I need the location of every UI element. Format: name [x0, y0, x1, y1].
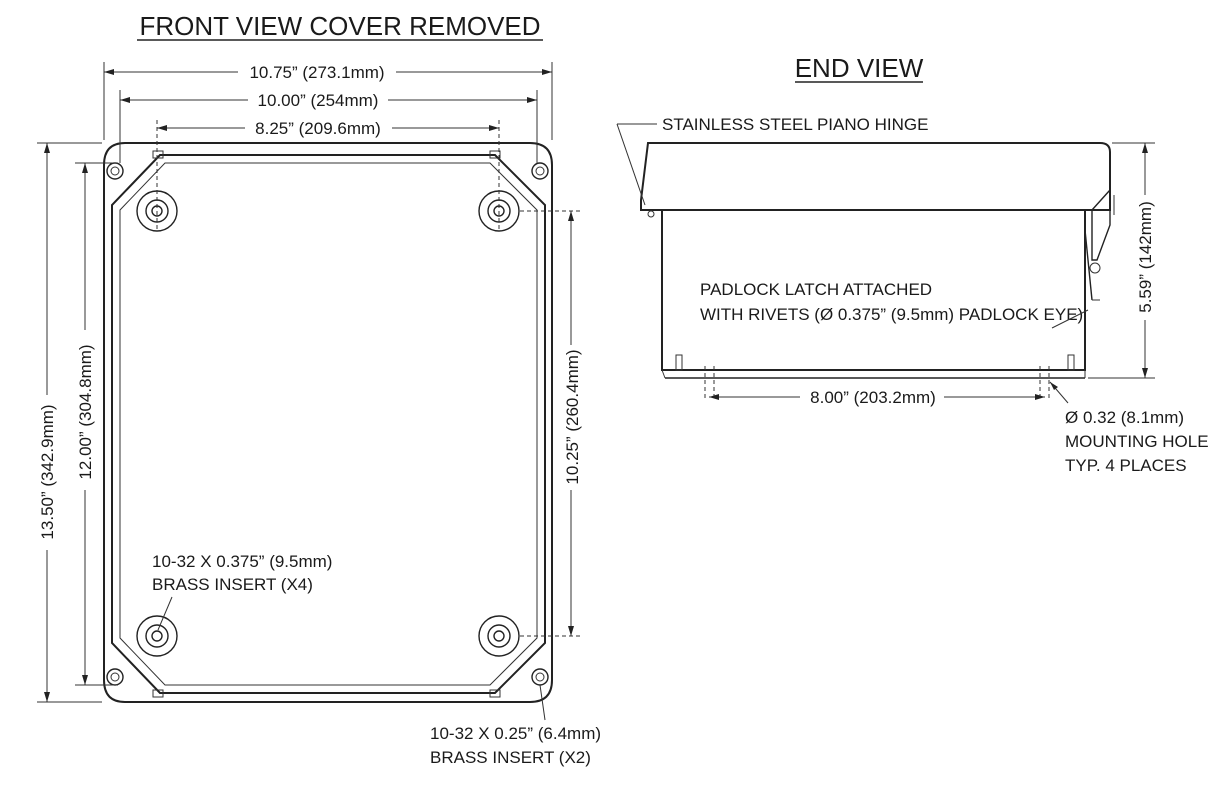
- callout-large-insert: 10-32 X 0.375” (9.5mm) BRASS INSERT (X4): [152, 552, 332, 631]
- top-notch-left: [152, 150, 164, 159]
- corner-hole-top-right: [531, 162, 549, 180]
- end-view: END VIEW STA: [616, 53, 1209, 475]
- dim-end-height: 5.59” (142mm): [1088, 142, 1155, 379]
- body-base-edge-left: [661, 369, 666, 379]
- callout-hole-line1: Ø 0.32 (8.1mm): [1065, 408, 1184, 427]
- callout-hole-line3: TYP. 4 PLACES: [1065, 456, 1187, 475]
- dim-end-height-label: 5.59” (142mm): [1136, 201, 1155, 312]
- end-view-lid: [640, 142, 1111, 211]
- callout-small-insert-line1: 10-32 X 0.25” (6.4mm): [430, 724, 601, 743]
- dim-insert-spacing-x: 8.25” (209.6mm): [156, 119, 500, 230]
- dim-insert-spacing-x-label: 8.25” (209.6mm): [255, 119, 381, 138]
- dim-flange-width: 10.00” (254mm): [119, 90, 538, 163]
- front-view: FRONT VIEW COVER REMOVED: [37, 11, 601, 767]
- callout-small-insert-line2: BRASS INSERT (X2): [430, 748, 591, 767]
- end-view-title: END VIEW: [795, 53, 924, 83]
- callout-hinge-label: STAINLESS STEEL PIANO HINGE: [662, 115, 928, 134]
- corner-hole-bottom-right: [531, 668, 549, 686]
- dim-insert-spacing-y: 10.25” (260.4mm): [520, 210, 582, 637]
- callout-latch: PADLOCK LATCH ATTACHED WITH RIVETS (Ø 0.…: [700, 280, 1089, 329]
- corner-hole-top-left: [106, 162, 124, 180]
- enclosure-inner-wall: [119, 162, 538, 686]
- dim-overall-width-label: 10.75” (273.1mm): [249, 63, 384, 82]
- top-notch-right: [489, 150, 501, 159]
- piano-hinge-pin: [647, 210, 655, 218]
- callout-large-insert-line1: 10-32 X 0.375” (9.5mm): [152, 552, 332, 571]
- dim-overall-height: 13.50” (342.9mm): [37, 142, 102, 703]
- mounting-hole-right: [1039, 366, 1050, 400]
- callout-small-insert: 10-32 X 0.25” (6.4mm) BRASS INSERT (X2): [430, 684, 601, 767]
- padlock-latch: [1084, 188, 1115, 301]
- bottom-notch-right: [489, 689, 501, 698]
- foot-tab-right: [1067, 354, 1075, 371]
- foot-tab-left: [675, 354, 683, 371]
- callout-mounting-hole: Ø 0.32 (8.1mm) MOUNTING HOLE TYP. 4 PLAC…: [1049, 381, 1209, 475]
- dim-mounting-spacing-label: 8.00” (203.2mm): [810, 388, 936, 407]
- callout-hole-line2: MOUNTING HOLE: [1065, 432, 1209, 451]
- dim-overall-height-label: 13.50” (342.9mm): [38, 404, 57, 539]
- dim-insert-spacing-y-label: 10.25” (260.4mm): [563, 349, 582, 484]
- enclosure-outer-flange: [103, 142, 553, 703]
- mounting-hole-left: [704, 366, 715, 400]
- brass-insert-bottom-left: [136, 615, 178, 657]
- callout-latch-line1: PADLOCK LATCH ATTACHED: [700, 280, 932, 299]
- bottom-notch-left: [152, 689, 164, 698]
- dim-flange-height: 12.00” (304.8mm): [75, 162, 118, 686]
- corner-hole-bottom-left: [106, 668, 124, 686]
- dim-flange-width-label: 10.00” (254mm): [258, 91, 379, 110]
- callout-latch-line2: WITH RIVETS (Ø 0.375” (9.5mm) PADLOCK EY…: [700, 305, 1083, 324]
- brass-insert-bottom-right: [478, 615, 520, 657]
- enclosure-body: [111, 154, 546, 694]
- front-view-title: FRONT VIEW COVER REMOVED: [139, 11, 540, 41]
- dim-flange-height-label: 12.00” (304.8mm): [76, 344, 95, 479]
- callout-large-insert-line2: BRASS INSERT (X4): [152, 575, 313, 594]
- dim-mounting-spacing: 8.00” (203.2mm): [709, 388, 1045, 407]
- callout-hinge: STAINLESS STEEL PIANO HINGE: [616, 115, 928, 206]
- dim-overall-width: 10.75” (273.1mm): [103, 62, 553, 140]
